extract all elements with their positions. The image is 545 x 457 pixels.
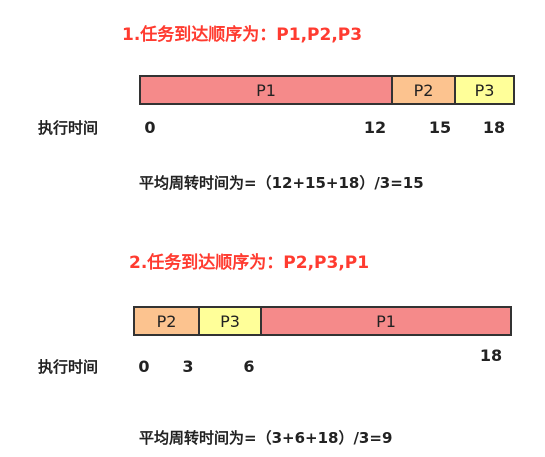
average-turnaround-formula-2: 平均周转时间为=（3+6+18）/3=9 [139, 429, 393, 447]
segment-p1: P1 [260, 308, 510, 334]
tick-label: 18 [479, 346, 503, 365]
average-turnaround-formula-1: 平均周转时间为=（12+15+18）/3=15 [139, 174, 424, 192]
tick-label: 15 [428, 118, 452, 137]
axis-label-1: 执行时间 [38, 119, 99, 137]
section1-heading: 1.任务到达顺序为：P1,P2,P3 [122, 25, 363, 45]
section2-heading: 2.任务到达顺序为：P2,P3,P1 [129, 253, 370, 273]
axis-label-2: 执行时间 [38, 358, 99, 376]
tick-label: 3 [182, 357, 194, 376]
segment-p2: P2 [135, 308, 198, 334]
tick-label: 18 [482, 118, 506, 137]
tick-label: 6 [243, 357, 255, 376]
gantt-bar-1: P1 P2 P3 [139, 75, 515, 105]
tick-label: 0 [138, 357, 150, 376]
gantt-bar-2: P2 P3 P1 [133, 306, 512, 336]
segment-p3: P3 [454, 77, 513, 103]
segment-p2: P2 [391, 77, 454, 103]
tick-label: 0 [144, 118, 156, 137]
segment-p1: P1 [141, 77, 391, 103]
tick-label: 12 [363, 118, 387, 137]
segment-p3: P3 [198, 308, 260, 334]
